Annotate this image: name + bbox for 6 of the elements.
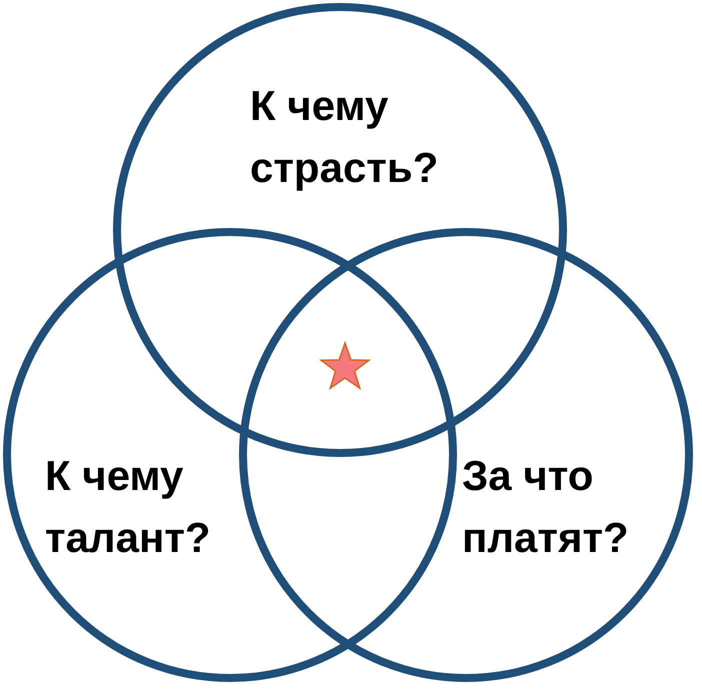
- circle-label: К чему талант?: [45, 451, 212, 563]
- circle-label: За что платят?: [462, 451, 630, 563]
- venn-circle: [239, 228, 693, 682]
- venn-circle: [113, 3, 567, 457]
- venn-circle: [3, 228, 457, 682]
- circle-label: К чему страсть?: [250, 81, 440, 193]
